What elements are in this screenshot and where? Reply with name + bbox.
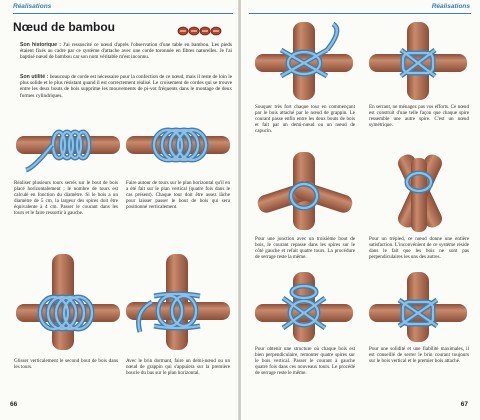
step10-illustration (369, 272, 467, 342)
history-label: Son historique : (20, 42, 61, 48)
use-label: Son utilité : (20, 74, 49, 80)
right-header: Réalisations (431, 3, 470, 10)
left-header: Réalisations (13, 3, 52, 10)
page-number-left: 66 (10, 401, 18, 408)
book-spine (238, 0, 242, 420)
caption-step4: Avec le brin dormant, faire un demi-nœud… (126, 358, 230, 377)
step8-illustration (397, 154, 443, 232)
history-paragraph: Son historique : J'ai ressuscité ce nœud… (20, 42, 232, 61)
page-title: Nœud de bambou (13, 20, 115, 34)
step1-illustration (16, 129, 120, 173)
caption-step2: Faire autour de tours sur le plan horizo… (126, 180, 230, 211)
caption-step6: En serrant, ne ménagez pas vos efforts. … (369, 104, 469, 129)
right-page: Réalisations Souquer très fort chaque to… (241, 0, 480, 420)
step7-illustration (257, 152, 353, 230)
left-header-rule (13, 13, 233, 14)
caption-step8: Pour un trépied, ce nœud donne une entiè… (369, 236, 469, 261)
caption-step7: Pour une jonction avec un troisième bout… (255, 236, 355, 261)
caption-step9: Pour obtenir une structure où chaque boi… (255, 346, 355, 377)
page-number-right: 67 (460, 401, 468, 408)
step2-illustration (126, 127, 230, 163)
step9-illustration (255, 272, 353, 342)
step3-illustration (16, 254, 120, 350)
bead-chain-illustration (177, 26, 222, 36)
right-header-rule (249, 13, 471, 14)
caption-step1: Réaliser plusieurs tours serrés sur le b… (14, 180, 118, 217)
step5-illustration (255, 21, 353, 100)
use-paragraph: Son utilité : beaucoup de corde est néce… (20, 74, 232, 99)
use-text: beaucoup de corde est nécessaire pour la… (20, 74, 232, 99)
caption-step3: Glisser verticalement le second bout de … (14, 358, 118, 371)
left-page: Réalisations Nœud de bambou Son historiq… (0, 0, 239, 420)
caption-step10: Pour une solidité et une fiabilité maxim… (369, 346, 469, 365)
history-text: J'ai ressuscité ce nœud d'après l'observ… (20, 42, 233, 61)
step4-illustration (126, 254, 230, 350)
caption-step5: Souquer très fort chaque tour en commenç… (255, 104, 355, 135)
step6-illustration (369, 22, 467, 100)
